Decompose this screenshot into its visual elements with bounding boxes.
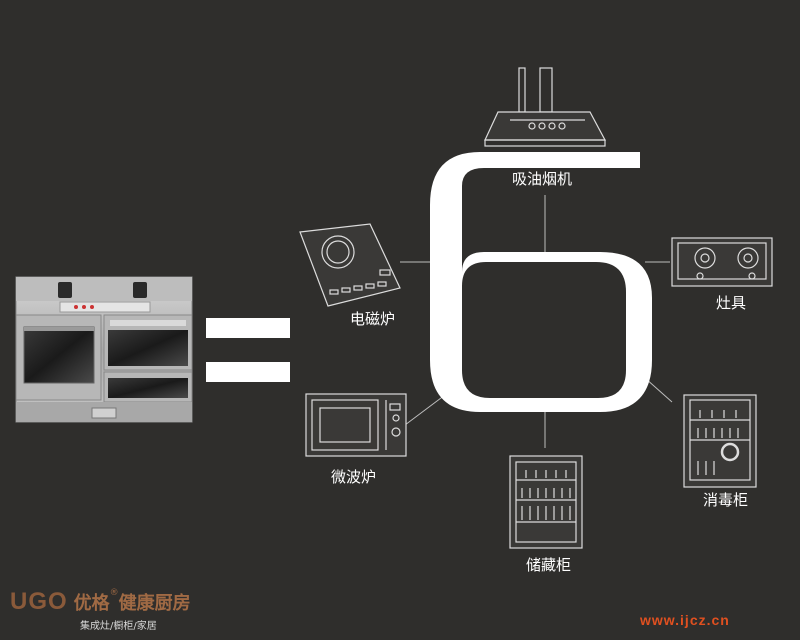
equals-sign (206, 318, 290, 382)
watermark: www.ijcz.cn (640, 612, 730, 628)
brand-reg-mark: ® (109, 588, 119, 598)
induction-cooker-icon (299, 223, 401, 307)
stove-icon (671, 237, 773, 287)
brand-logo: UGO (10, 588, 68, 615)
brand-slogan: 健康厨房 (118, 593, 191, 614)
storage-cabinet-icon (509, 455, 583, 549)
microwave-icon (305, 393, 407, 457)
connector-lines (400, 195, 673, 448)
brand-subtitle: 集成灶/橱柜/家居 (80, 621, 157, 632)
label-range-hood: 吸油烟机 (512, 170, 573, 188)
label-induction-cooker: 电磁炉 (350, 310, 396, 328)
brand-name: 优格 (73, 593, 110, 614)
range-hood-icon (484, 67, 607, 147)
big-number-six (430, 152, 652, 412)
label-storage-cabinet: 储藏柜 (526, 556, 572, 574)
sterilizer-icon (683, 394, 757, 488)
integrated-stove-image (15, 276, 193, 423)
label-sterilizer: 消毒柜 (703, 491, 749, 509)
label-stove: 灶具 (716, 294, 747, 312)
label-microwave: 微波炉 (331, 468, 377, 486)
